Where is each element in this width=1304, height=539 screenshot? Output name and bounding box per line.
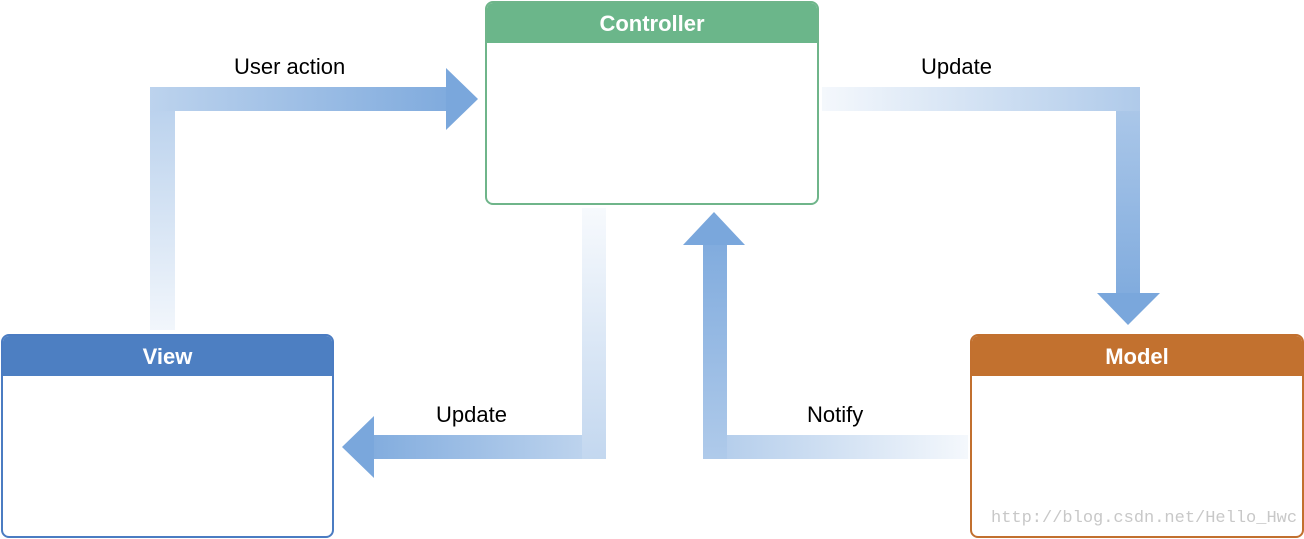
controller-title: Controller <box>487 3 817 43</box>
watermark-text: http://blog.csdn.net/Hello_Hwc <box>991 509 1298 528</box>
view-title: View <box>3 336 332 376</box>
view-box: View <box>1 334 334 538</box>
update-model-arrow <box>822 87 1160 325</box>
controller-box: Controller <box>485 1 819 205</box>
user-action-arrow <box>150 68 478 330</box>
notify-label: Notify <box>807 402 864 427</box>
user-action-label: User action <box>234 54 346 79</box>
update-view-label: Update <box>436 402 507 427</box>
update-view-arrow <box>342 208 606 478</box>
model-title: Model <box>972 336 1302 376</box>
model-box: Model <box>970 334 1304 538</box>
update-model-label: Update <box>921 54 992 79</box>
notify-arrow <box>683 212 968 459</box>
